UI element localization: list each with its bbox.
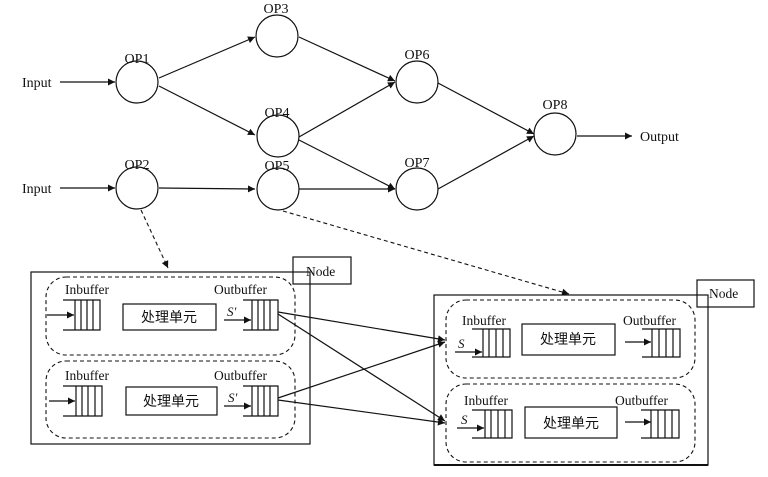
output-label: Output [640, 130, 679, 145]
op1-label: OP1 [125, 52, 150, 67]
node-right: Node Inbuffer S 处理单元 Outbuffer [433, 279, 755, 466]
node-left-frame [30, 271, 311, 445]
operator-op4: OP4 [256, 106, 300, 158]
processor-label: 处理单元 [143, 394, 199, 410]
operator-op7: OP7 [395, 156, 439, 211]
edge-op7-op8 [437, 135, 535, 190]
edge-op1-op3 [158, 36, 256, 79]
outbuffer-label: Outbuffer [623, 313, 676, 328]
edge-op4-op7 [298, 139, 396, 190]
node-right-label: Node [709, 286, 738, 301]
processing-unit-left-2: Inbuffer 处理单元 Outbuffer S' [45, 360, 296, 439]
processing-unit-left-1: Inbuffer 处理单元 Outbuffer S' [45, 276, 296, 356]
processing-unit-right-1: Inbuffer S 处理单元 Outbuffer [445, 299, 696, 379]
outbuffer-queue [642, 328, 681, 358]
edge-op1-op4 [158, 85, 256, 136]
inter-node-connections [277, 311, 446, 426]
input-label-2: Input [22, 182, 52, 197]
node-left-tag [292, 256, 352, 285]
inbuffer-queue [472, 409, 513, 439]
operator-op6: OP6 [395, 48, 439, 104]
mapping-op5-to-right-node [282, 210, 570, 296]
edge-op2-op5 [158, 185, 256, 193]
link-left1-right2 [277, 313, 446, 422]
processing-unit-right-2: Inbuffer S 处理单元 Outbuffer [445, 383, 696, 463]
outbuffer-label: Outbuffer [214, 282, 267, 297]
inbuffer-queue [63, 385, 103, 417]
edge-op6-op8 [437, 82, 535, 135]
operator-op3: OP3 [255, 2, 299, 58]
link-left1-right1 [277, 311, 446, 343]
operator-op2: OP2 [115, 158, 159, 210]
outbuffer-label: Outbuffer [214, 368, 267, 383]
op3-label: OP3 [264, 2, 289, 17]
node-right-tag [696, 279, 755, 308]
input-label-1: Input [22, 76, 52, 91]
outbuffer-queue [243, 385, 279, 417]
operator-op8: OP8 [533, 98, 577, 156]
inbuffer-label: Inbuffer [65, 282, 109, 297]
op7-label: OP7 [405, 156, 430, 171]
inbuffer-label: Inbuffer [65, 368, 109, 383]
op2-label: OP2 [125, 158, 150, 173]
in-signal-label: S [461, 412, 468, 427]
edge-op3-op6 [298, 36, 396, 82]
outbuffer-label: Outbuffer [615, 393, 668, 408]
node-left: Node Inbuffer 处理单元 Outbuffer [30, 256, 352, 445]
processor-box [521, 323, 616, 356]
processor-box [524, 406, 618, 439]
inbuffer-label: Inbuffer [462, 313, 506, 328]
operator-op1: OP1 [115, 52, 159, 104]
processor-box [122, 303, 217, 331]
in-signal-label: S [458, 336, 465, 351]
op6-label: OP6 [405, 48, 430, 63]
node-left-label: Node [306, 264, 335, 279]
processor-box [125, 386, 218, 416]
outbuffer-queue [243, 299, 279, 331]
inbuffer-label: Inbuffer [464, 393, 508, 408]
out-signal-label: S' [228, 390, 238, 405]
link-left2-right1 [277, 340, 446, 399]
inbuffer-queue [472, 328, 511, 358]
op8-label: OP8 [543, 98, 568, 113]
outbuffer-queue [641, 409, 680, 439]
inbuffer-queue [63, 299, 101, 331]
operator-op5: OP5 [256, 159, 300, 211]
processor-label: 处理单元 [540, 332, 596, 348]
op4-label: OP4 [265, 106, 290, 121]
out-signal-label: S' [227, 304, 237, 319]
processor-label: 处理单元 [141, 310, 197, 326]
mapping-op2-to-left-node [140, 209, 169, 269]
dataflow-graph: Input Input Output OP1 OP2 OP3 [22, 2, 679, 296]
edge-op4-op6 [298, 81, 396, 138]
link-left2-right2 [277, 399, 446, 426]
op5-label: OP5 [265, 159, 290, 174]
processor-label: 处理单元 [543, 416, 599, 432]
